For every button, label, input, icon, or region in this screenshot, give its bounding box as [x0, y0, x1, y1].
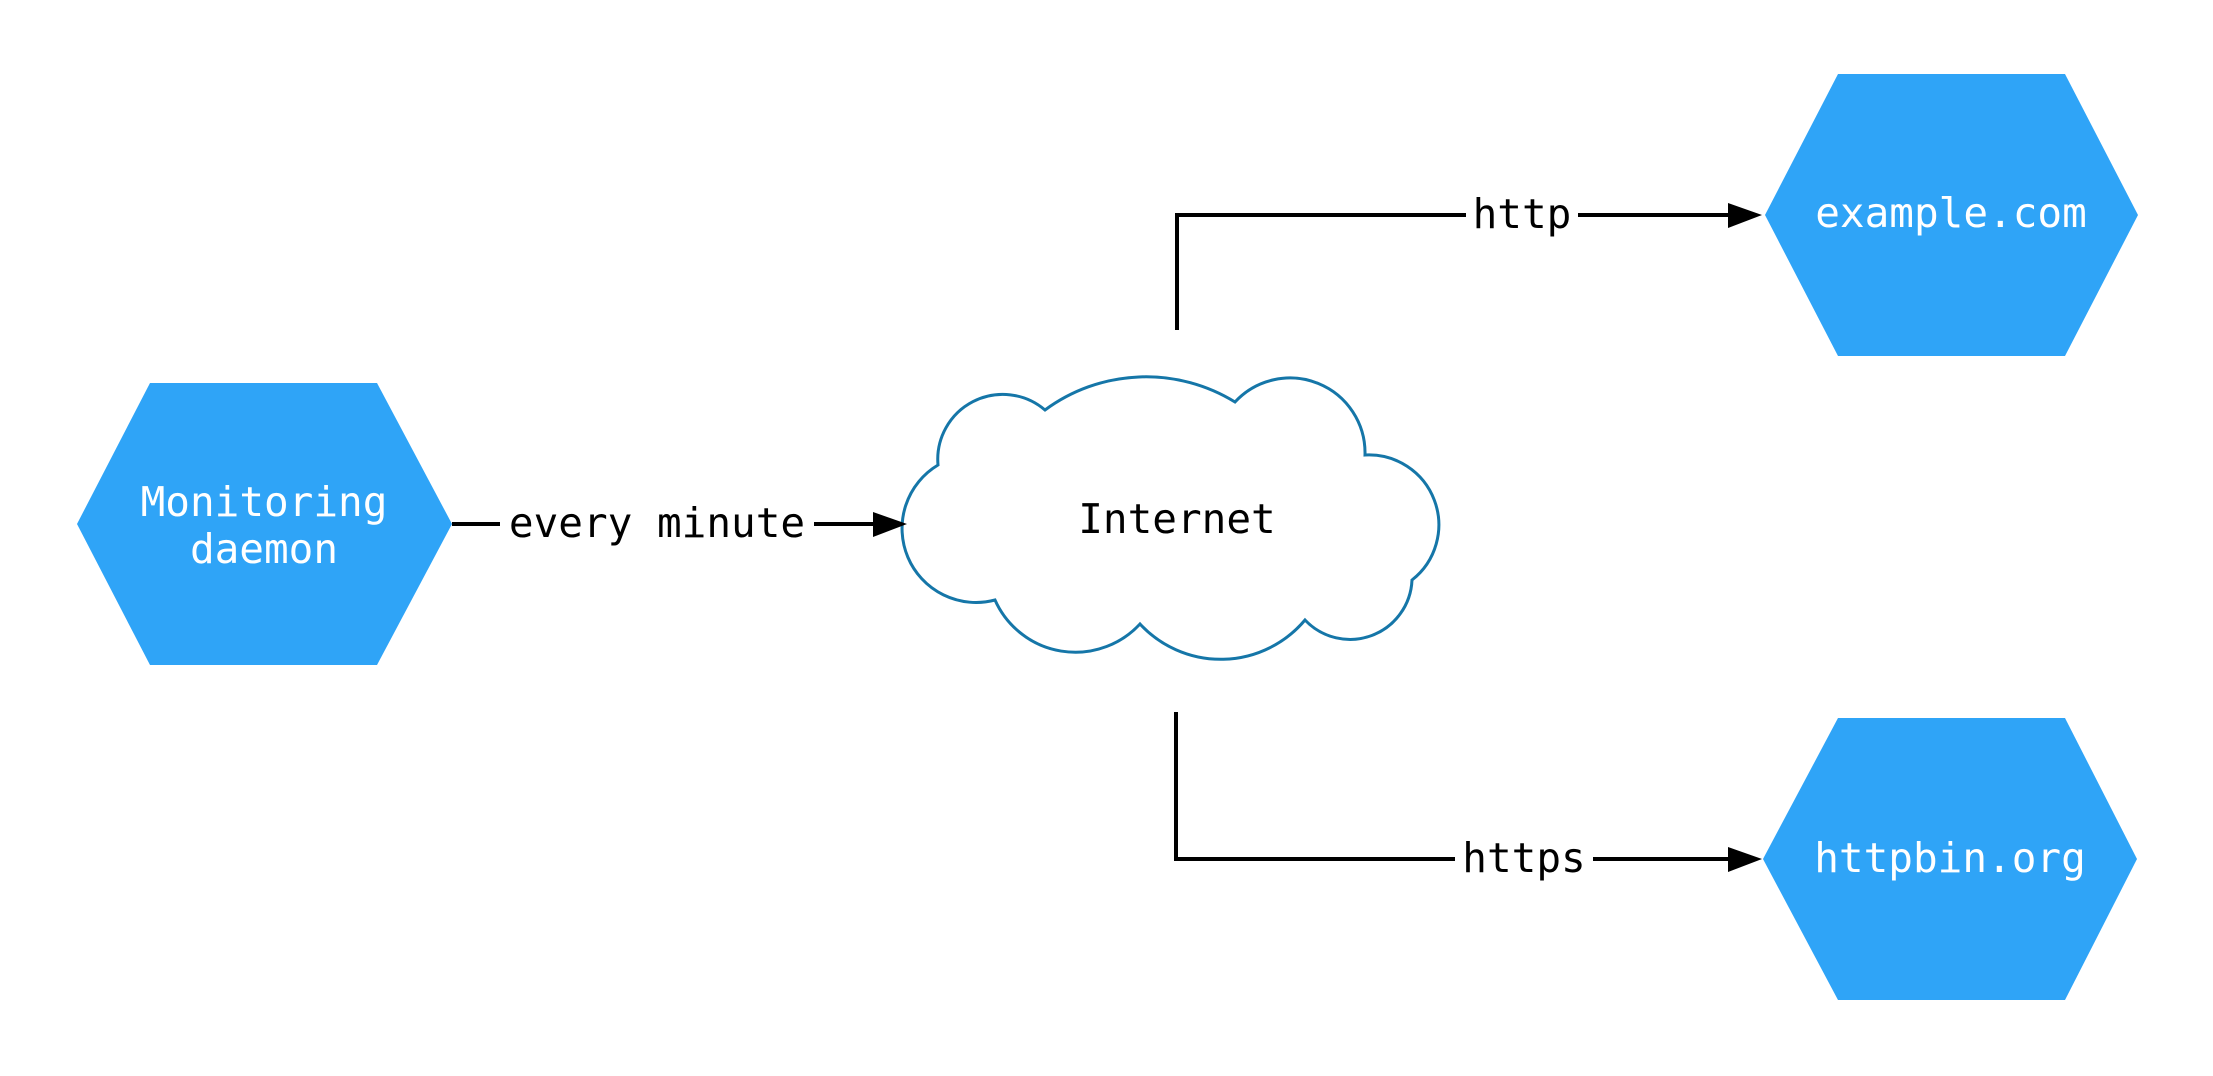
- edge-https-label: https: [1462, 834, 1585, 882]
- example-com-hexagon: [1765, 74, 2138, 356]
- edge-http-label: http: [1473, 190, 1572, 238]
- edge-https-line: [1174, 712, 1729, 861]
- node-monitoring-daemon: Monitoring daemon: [77, 383, 452, 665]
- httpbin-org-hexagon: [1763, 718, 2137, 1000]
- edge-http: http: [1175, 189, 1762, 330]
- node-example-com: example.com: [1765, 74, 2138, 356]
- node-httpbin-org: httpbin.org: [1763, 718, 2137, 1000]
- edge-every-minute-arrowhead-icon: [873, 512, 907, 537]
- internet-label: Internet: [1078, 495, 1275, 543]
- edge-https-arrowhead-icon: [1728, 847, 1762, 872]
- node-internet-cloud: Internet: [900, 375, 1441, 661]
- edge-https-label-bg: [1455, 833, 1593, 885]
- edge-every-minute-label-bg: [500, 498, 814, 550]
- httpbin-org-label: httpbin.org: [1814, 834, 2086, 882]
- edge-http-label-bg: [1466, 189, 1578, 241]
- edge-every-minute-label: every minute: [509, 499, 805, 547]
- internet-cloud-shape: [900, 375, 1441, 661]
- example-com-label: example.com: [1815, 189, 2087, 237]
- edge-http-arrowhead-icon: [1728, 203, 1762, 228]
- edge-http-line: [1175, 213, 1729, 330]
- monitoring-daemon-label-line2: daemon: [190, 525, 338, 573]
- monitoring-daemon-hexagon: [77, 383, 452, 665]
- edge-every-minute: every minute: [452, 498, 907, 550]
- monitoring-daemon-label-line1: Monitoring: [141, 478, 388, 526]
- edge-https: https: [1174, 712, 1762, 885]
